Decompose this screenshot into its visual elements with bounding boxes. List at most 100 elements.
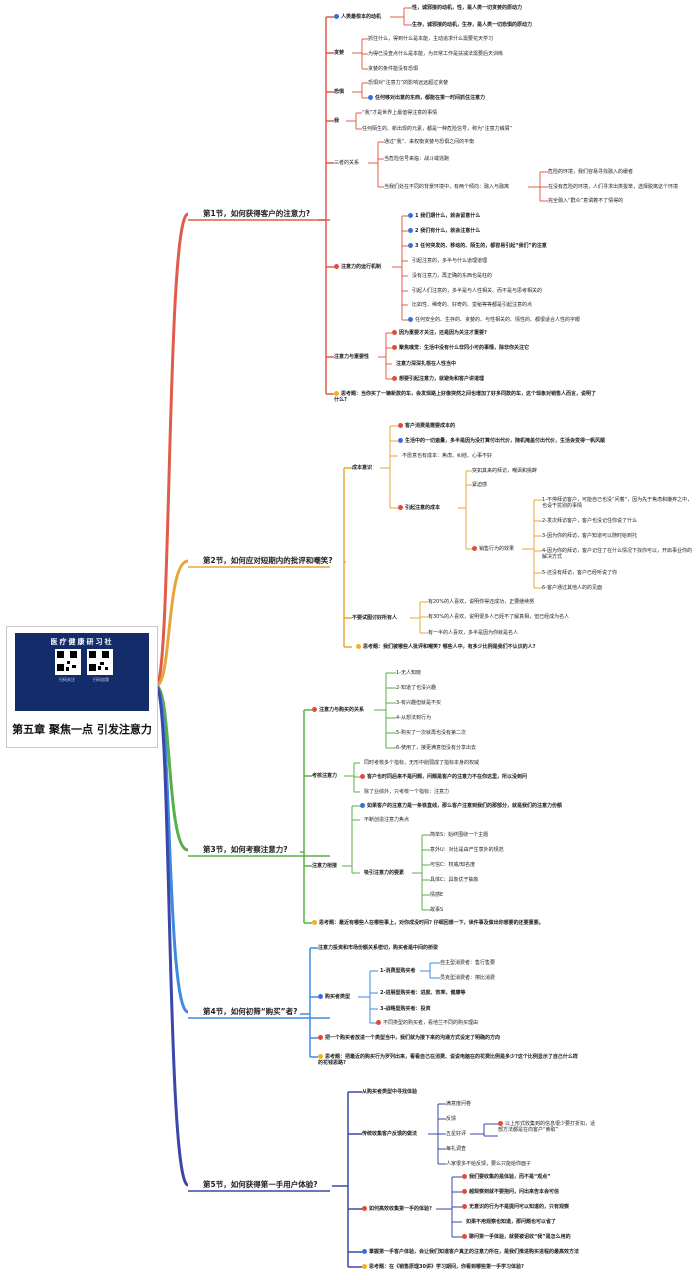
s1-rule-3: 3 任何突发的、移动的、陌生的，都容易引起“我们”的注意: [408, 243, 547, 249]
trunk-to-section-1: [154, 212, 190, 688]
s1-triad-3c: 完全融入“群众”意谓着不了情得的: [548, 198, 624, 204]
s3-link-2: 2-知道了也没兴趣: [396, 685, 436, 691]
s4-type-label: 购买者类型: [318, 994, 350, 1000]
s2-sell-label: 销售行为的效果: [472, 546, 514, 552]
section-3-title: 第3节，如何考察注意力?: [203, 845, 288, 854]
s3-elem-label: 吸引注意力的要素: [364, 870, 405, 876]
s1-fear-1: 恐惧对“注意力”的影响远远超过贪婪: [368, 80, 449, 86]
lightbulb-icon: [362, 1264, 367, 1269]
s1-imp-4: 想要引起注意力，就避免和客户讲道理: [392, 376, 484, 382]
s1-self-1: “我”才是世界上最值得注意的事情: [362, 110, 438, 116]
lightbulb-icon: [312, 920, 317, 925]
alert-icon: [398, 505, 403, 510]
s5-trad-3: 五星好评: [446, 1131, 467, 1137]
qr-right-caption: 扫码加我: [93, 677, 109, 682]
info-icon: [318, 994, 323, 999]
s3-link-label: 注意力与购买的关系: [312, 707, 364, 713]
s3-elem-4: 具体C：具象优于抽象: [430, 877, 479, 883]
alert-icon: [362, 1206, 367, 1211]
s1-drive-a: 性，诚邪接的动机，性，是人类一切贪婪的原动力: [412, 5, 523, 11]
qr-code-left-icon: [55, 649, 81, 675]
s4-think: 思考题：把最近的购买行为罗列出来，看看自己在消费、说说电脑在的花费比例是多少?这…: [318, 1054, 578, 1066]
s1-rule-2: 2 我们有什么，就会注意什么: [408, 228, 480, 234]
alert-icon: [398, 423, 403, 428]
s1-fear-label: 恐惧: [334, 89, 345, 95]
s5-a: 从购买者类型中寻找体验: [362, 1089, 418, 1095]
s2-sell-3: 3-因为你的拜访，客户知道可以随时给到托: [542, 533, 637, 539]
s2-sell-6: 6-客户通过其他人的的见面: [542, 585, 602, 591]
s1-imp-label: 注意力与重要性: [334, 354, 370, 360]
section-4-title: 第4节，如何初筛“购买”者?: [203, 1007, 298, 1016]
s1-triad-3: 当我们处在不同的背景环境中，有两个倾向：融入与融离: [384, 184, 510, 190]
s2-pay-label: 引起注意的成本: [398, 505, 440, 511]
s1-rule-4: 引起注意的，多半与什么道理道理: [412, 258, 488, 264]
s4-m1: 把一个购买者放进一个类型当中，我们就为接下来的沟通方式设定了明确的方向: [318, 1035, 518, 1041]
trunk-to-section-5: [154, 684, 190, 1187]
number-1-icon: [408, 213, 413, 218]
s1-fear-2: 任何够对出意的东西，都能在第一时间抓住注意力: [368, 95, 485, 101]
s5-trad-1: 满意度问卷: [446, 1101, 472, 1107]
s2-cost-label: 成本意识: [352, 465, 373, 471]
s5-trad-label: 传统收集客户反馈的做法: [362, 1131, 418, 1137]
s3-link-5: 5-购买了一次就再也没有第二次: [396, 730, 466, 736]
s3-think: 思考题：最近有哪些人在哪些事上，对你成没时间? 仔细回想一下，读件事及做出你想要…: [312, 920, 544, 926]
s1-triad-3b: 在没有危险的环境，人们寻求出类拔萃，选择脱离这个环境: [548, 184, 679, 190]
alert-icon: [392, 330, 397, 335]
s1-triad-3a: 危险的环境，我们容易寻找融入的缓者: [548, 169, 634, 175]
s2-pay-2: 紧迫感: [472, 482, 488, 488]
number-3-icon: [408, 243, 413, 248]
s5-master: 掌握第一手客户体验，会让我们知道客户真正的注意力所在，是我们推进购买进程的最高效…: [362, 1249, 579, 1255]
s4-t1b: 员克型消费者：擦比消费: [440, 975, 496, 981]
qr-left-caption: 扫码关注: [59, 677, 75, 682]
s2-all-1: 有20%的人喜欢，说明你得还成功，正要继续努: [428, 599, 535, 605]
s1-drive-title: 人类最根本的动机: [334, 14, 381, 20]
s1-greed-label: 贪婪: [334, 50, 345, 56]
s3-link-6: 6-使用了，接更满意但没有分享出去: [396, 745, 476, 751]
alert-icon: [462, 1204, 467, 1209]
s1-rule-1: 1 我们期什么，就会留意什么: [408, 213, 480, 219]
s2-think: 思考题：我们被哪些人批评和嘲笑? 哪些人中，有多少比例是我们不认识的人?: [356, 644, 536, 650]
section-2-title: 第2节，如何应对短期内的批评和嘲笑?: [203, 556, 333, 565]
s5-first-5: 聊问第一手体验，就要被诏收“我”是怎么用的: [462, 1234, 571, 1240]
s2-pay-1: 突如其来的拜访，嘲讽和挑衅: [472, 468, 538, 474]
s2-sell-5: 5-还没有拜访，客户已经听说了你: [542, 570, 617, 576]
alert-icon: [392, 345, 397, 350]
alert-icon: [360, 774, 365, 779]
s1-triad-2: 当危险信号来临：战斗或逃跑: [384, 156, 450, 162]
number-2-icon: [408, 228, 413, 233]
s1-greed-2: 为得已没查点什么是本能，为日常工作是扶减法需要后天训练: [368, 51, 504, 57]
s3-link-3: 3-有兴趣但就是不买: [396, 700, 441, 706]
s1-rule-8: 任何安全的、生存的、贪婪的、与性相关的、情性的、都很适合人性的字眼: [408, 317, 580, 323]
section-1-title: 第1节，如何获得客户的注意力?: [203, 209, 311, 218]
s5-trad-5: 人家很多不给反馈，要么只能给你面子: [446, 1161, 532, 1167]
s5-trad-2: 反馈: [446, 1116, 457, 1122]
section-5-title: 第5节，如何获得第一手用户体验?: [203, 1180, 318, 1189]
s5-first-2: 越规察到就不要抱问，问出来告本会可信: [462, 1189, 559, 1195]
s2-sell-4: 4-因为你的拜访，客户记住了在什么情况下找你可以，开启事业你的解决方式: [542, 548, 692, 560]
s1-imp-2: 聚焦嗅觉：生活中没有什么非同小可的事情，除非你关注它: [392, 345, 529, 351]
s2-all-label: 不要试图讨好所有人: [352, 615, 398, 621]
s3-link-1: 1-无人知晓: [396, 670, 421, 676]
alert-icon: [334, 264, 339, 269]
s2-sell-2: 2-发次拜访客户，客户也没记住你说了什么: [542, 518, 637, 524]
s3-test-label: 考核注意力: [312, 773, 338, 779]
s5-think: 思考题：在《销售原理30讲》学习期间，你看到哪些第一手学习体验?: [362, 1264, 524, 1270]
lightbulb-icon: [334, 391, 339, 396]
banner-title: 医疗健康研习社: [50, 638, 114, 646]
alert-icon: [318, 1035, 323, 1040]
s3-elem-5: 情感E: [430, 892, 444, 898]
s3-test-2: 客户也时同后来不是问题，问题是客户的注意力不在你这里，所以没到问: [360, 774, 527, 780]
s1-rule-6: 引起人们注意的，多半是与人性相关、而不是与思考相关的: [412, 288, 543, 294]
alert-icon: [312, 707, 317, 712]
s5-first-1: 我们要收集的是体验，而不是“观点”: [462, 1174, 551, 1180]
s2-cost-1: 客户消费是需要成本的: [398, 423, 455, 429]
s3-elem-1: 简单S：始终围绕一个主题: [430, 832, 489, 838]
s1-rule-label: 注意力的运行机制: [334, 264, 381, 270]
alert-icon: [462, 1174, 467, 1179]
s3-grab-1: 如果客户的注意力是一条铁直线，那么客户注意到我们的那部分，就是我们的注意力份额: [360, 803, 562, 809]
s4-t4: 不同类型的购买者，看他兰不同的购买理由: [376, 1020, 478, 1026]
qr-code-right-icon: [87, 649, 113, 675]
s1-rule-5: 没有注意力，再正确的东西也是枉的: [412, 273, 493, 279]
s4-t2: 2-进展型购买者：进度、效率、健康等: [380, 990, 466, 996]
